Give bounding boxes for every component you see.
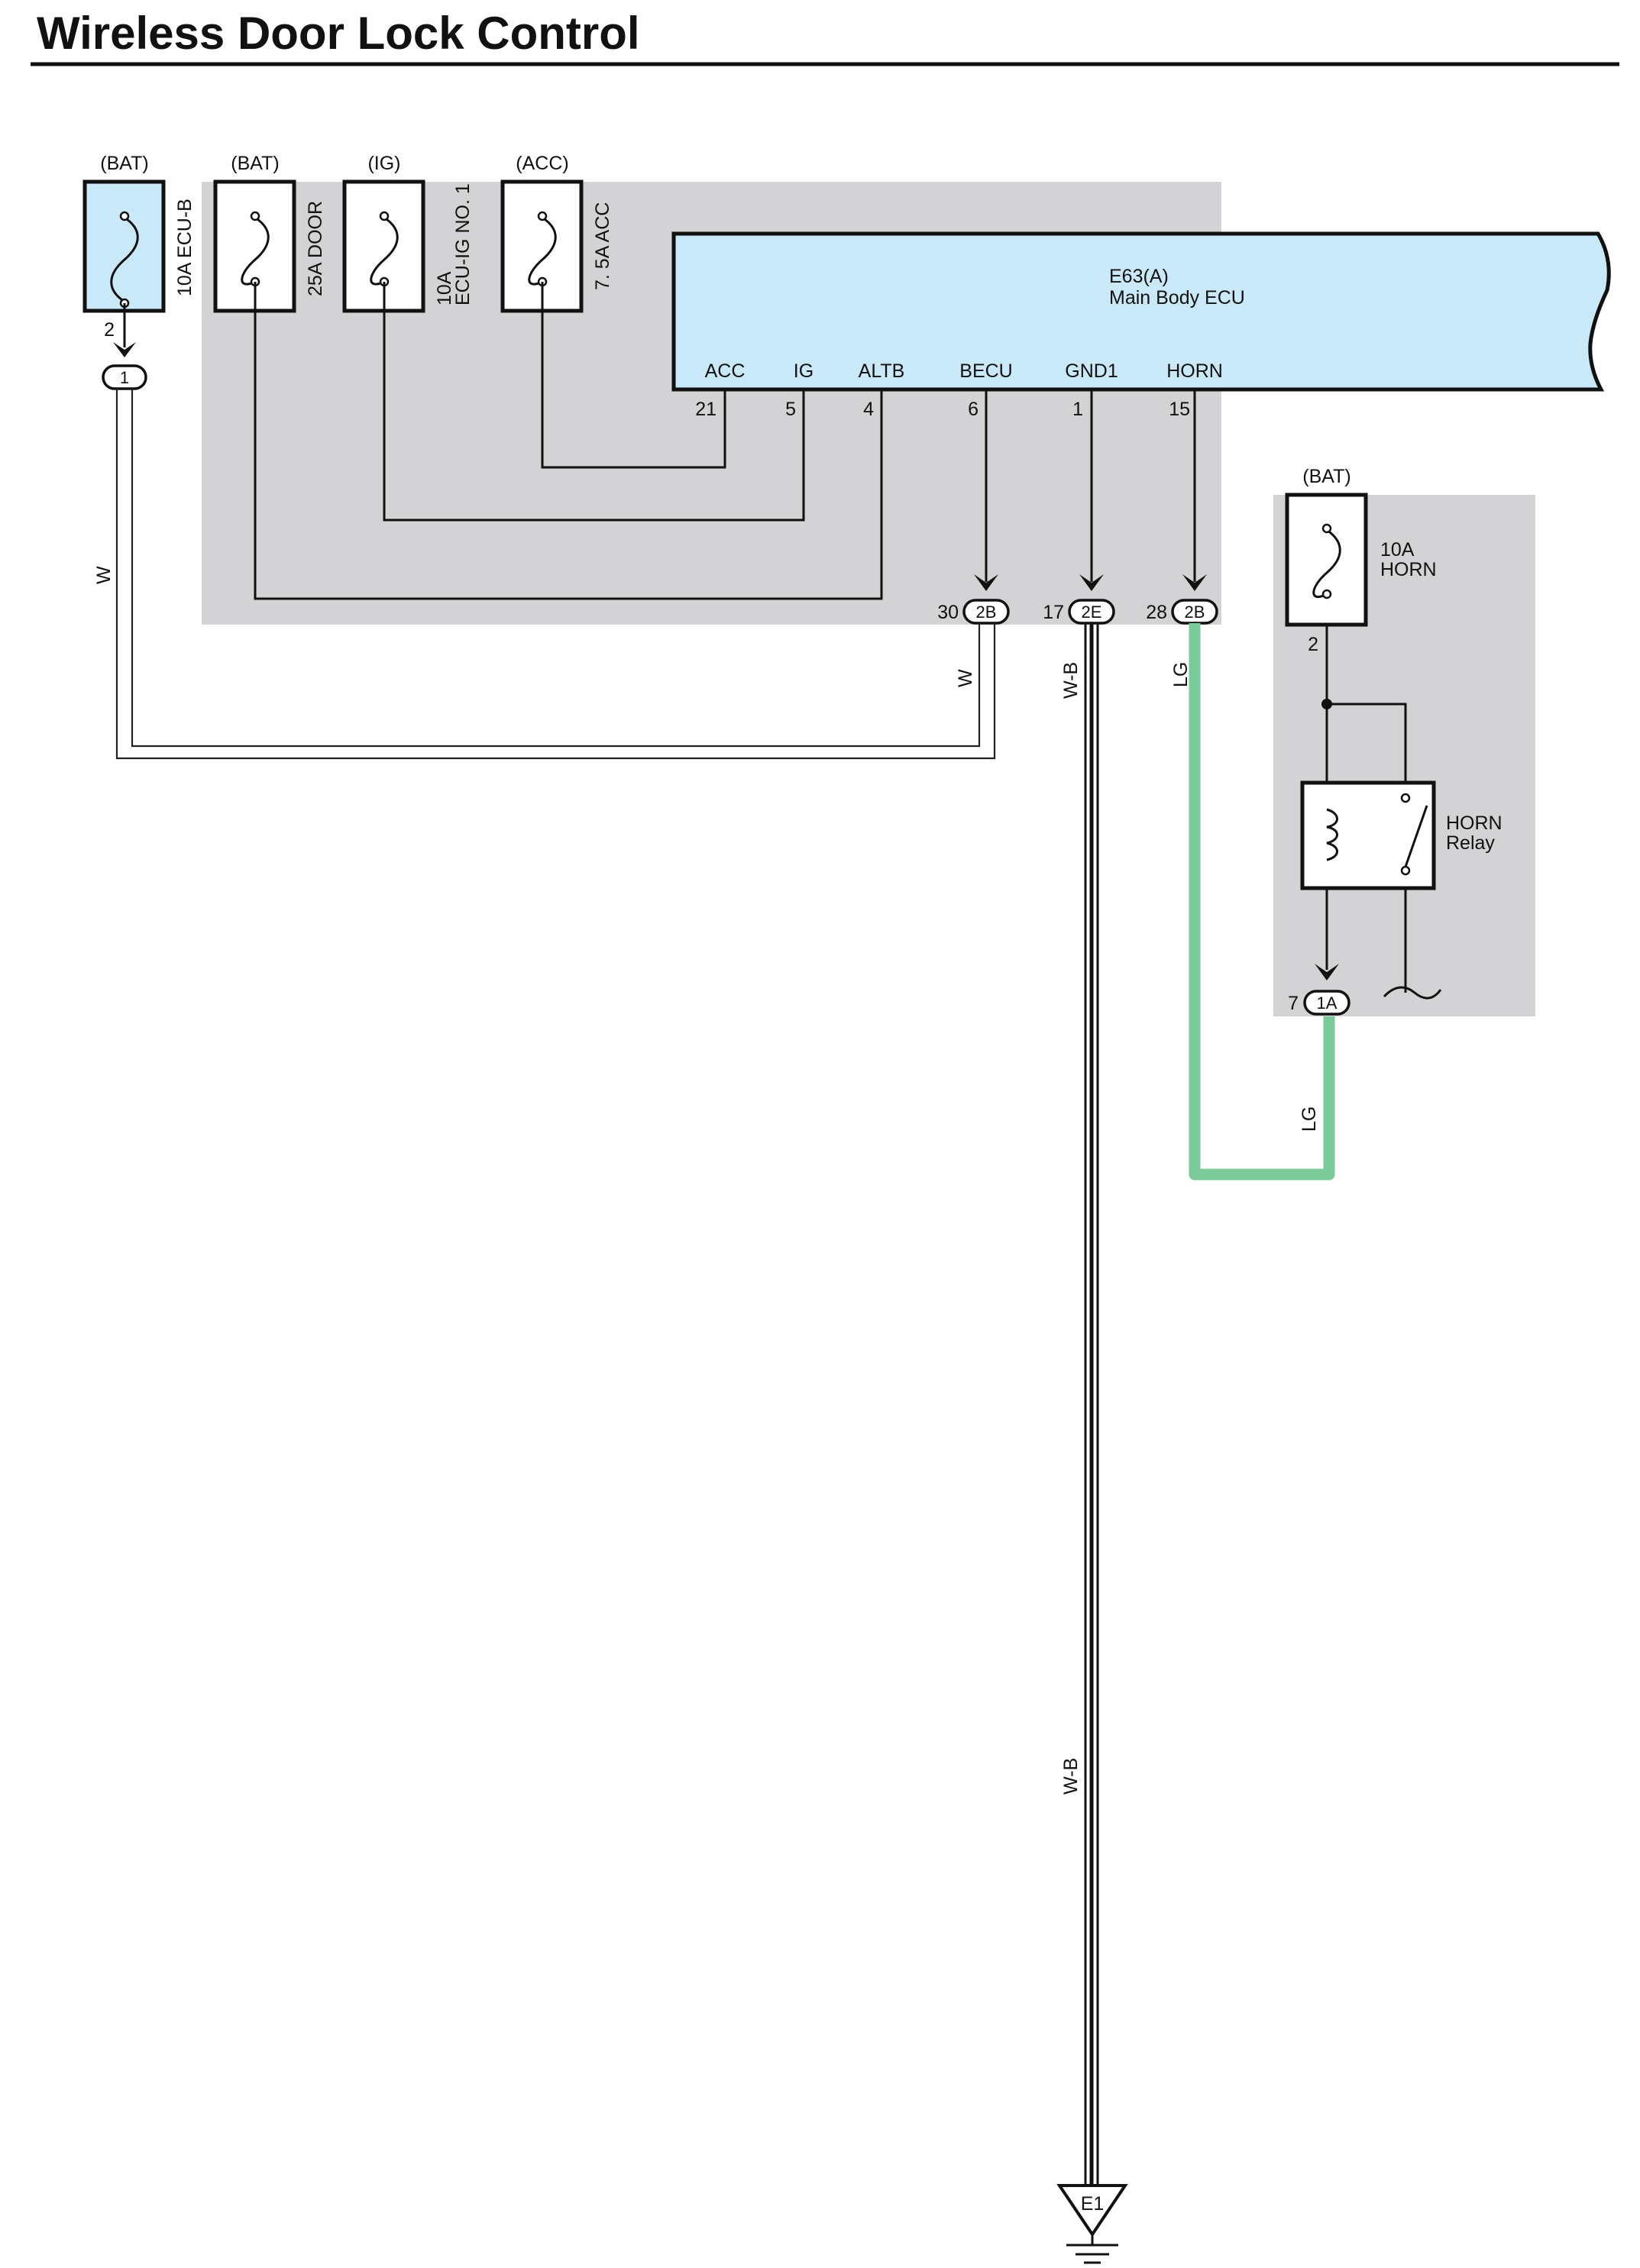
junction-2b-right-label: 2B bbox=[1185, 603, 1205, 622]
ecu-terminal-becu: BECU bbox=[959, 360, 1012, 382]
ecu-name-label: Main Body ECU bbox=[1109, 287, 1245, 309]
ground-e1-symbol bbox=[1056, 2184, 1128, 2264]
fuse-ecu-b bbox=[82, 179, 166, 313]
ecu-id-label: E63(A) bbox=[1109, 266, 1169, 287]
ecu-terminal-altb: ALTB bbox=[859, 360, 905, 382]
wire-w bbox=[115, 389, 996, 760]
connector-arrow-1 bbox=[113, 342, 136, 357]
ecu-terminal-horn: HORN bbox=[1166, 360, 1223, 382]
junction-2b-left-label: 2B bbox=[976, 603, 997, 622]
wire-w-left-label: W bbox=[93, 566, 115, 584]
horn-relay bbox=[1300, 780, 1436, 890]
ecu-pin-1: 1 bbox=[1072, 399, 1083, 420]
fuse-door-label: 25A DOOR bbox=[305, 201, 326, 296]
connector-arrow-1a bbox=[1315, 964, 1339, 981]
horn-fuse-label-2: HORN bbox=[1380, 559, 1437, 580]
fuse-ecu-b-label: 10A ECU-B bbox=[174, 199, 196, 296]
fuse-horn bbox=[1285, 493, 1368, 627]
horn-relay-label-1: HORN bbox=[1446, 813, 1503, 834]
fuse-ecu-ig-source: (IG) bbox=[367, 153, 400, 174]
horn-symbol bbox=[1383, 986, 1442, 1000]
main-body-ecu-box bbox=[671, 231, 1611, 392]
ground-e1-label: E1 bbox=[1081, 2193, 1105, 2215]
ecu-terminal-acc: ACC bbox=[705, 360, 746, 382]
connector-1 bbox=[102, 364, 147, 390]
wire-lg bbox=[1189, 623, 1335, 1181]
ecu-pin-21: 21 bbox=[695, 399, 716, 420]
ecu-pin-6: 6 bbox=[968, 399, 979, 420]
junction-2b-left bbox=[962, 599, 1010, 625]
horn-fuse-label-1: 10A bbox=[1380, 539, 1415, 561]
horn-fuse-source: (BAT) bbox=[1302, 466, 1350, 487]
fuse-ecu-ig-label-1: 10A bbox=[434, 271, 455, 305]
junction-pin-28: 28 bbox=[1146, 602, 1167, 623]
fuse-acc-source: (ACC) bbox=[516, 153, 568, 174]
connector-1a-pin: 7 bbox=[1288, 993, 1299, 1014]
horn-relay-label-2: Relay bbox=[1446, 832, 1495, 854]
fuse-ecu-ig-label-2: ECU-IG NO. 1 bbox=[452, 183, 474, 305]
ecu-pin-4: 4 bbox=[863, 399, 874, 420]
fuse-acc-label: 7. 5A ACC bbox=[592, 202, 613, 290]
ecu-pin-5: 5 bbox=[785, 399, 796, 420]
junction-pin-30: 30 bbox=[937, 602, 959, 623]
wire-lg-bottom-label: LG bbox=[1299, 1107, 1320, 1132]
wire-w-right-label: W bbox=[955, 669, 976, 687]
wire-w-b bbox=[1084, 623, 1099, 2186]
connector-1-label: 1 bbox=[120, 368, 129, 387]
junction-arrow-30 bbox=[974, 574, 998, 591]
ecu-pin-15: 15 bbox=[1169, 399, 1190, 420]
fuse-ecu-b-source: (BAT) bbox=[100, 153, 148, 174]
wire-w-b-top-label: W-B bbox=[1060, 662, 1082, 699]
junction-arrow-28 bbox=[1182, 574, 1207, 591]
fuse-ecu-b-pin: 2 bbox=[104, 319, 115, 341]
fuse-door-source: (BAT) bbox=[231, 153, 279, 174]
junction-pin-17: 17 bbox=[1043, 602, 1064, 623]
horn-fuse-pin: 2 bbox=[1308, 634, 1318, 655]
ecu-terminal-ig: IG bbox=[794, 360, 814, 382]
connector-1a bbox=[1303, 990, 1350, 1016]
wire-w-b-bottom-label: W-B bbox=[1060, 1758, 1082, 1795]
junction-arrow-17 bbox=[1079, 574, 1104, 591]
page-title: Wireless Door Lock Control bbox=[37, 8, 640, 59]
junction-2e-label: 2E bbox=[1082, 603, 1102, 622]
connector-1a-label: 1A bbox=[1317, 993, 1338, 1013]
wire-lg-top-label: LG bbox=[1170, 662, 1192, 687]
ecu-terminal-gnd1: GND1 bbox=[1065, 360, 1118, 382]
